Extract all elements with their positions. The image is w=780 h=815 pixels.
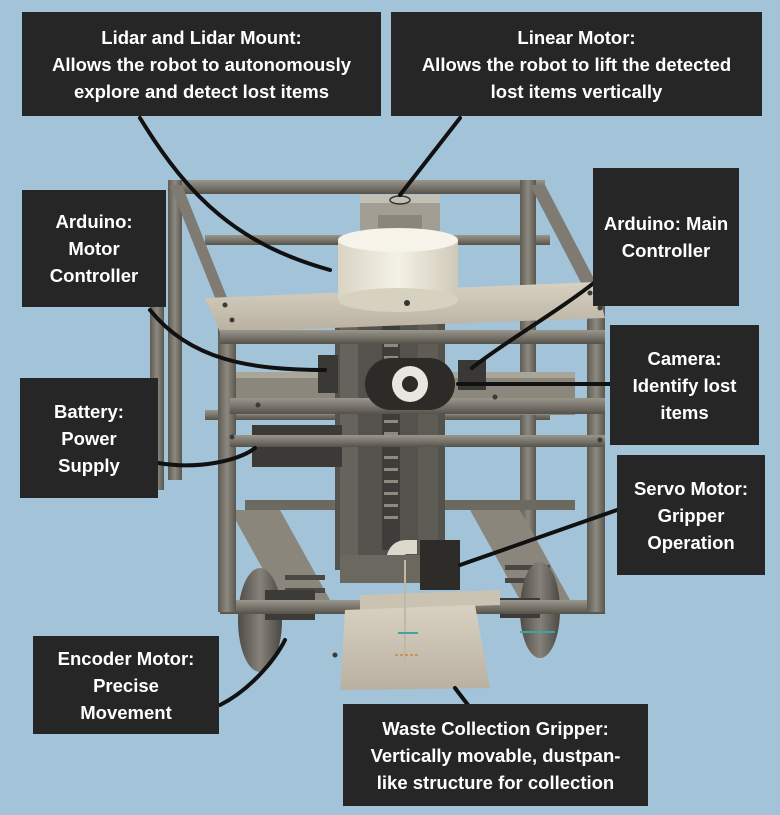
encoder-motor-label-title: Encoder Motor: (57, 647, 195, 669)
battery-label-line-1: Power (61, 427, 117, 449)
linear-motor-label-line-2: lost items vertically (490, 80, 663, 102)
linear-motor-label-line-1: Allows the robot to lift the detected (421, 53, 732, 75)
arduino-motor-label-line-1: Motor (68, 238, 120, 259)
battery-label-line-2: Supply (58, 454, 120, 476)
arduino-main-label: Arduino: Main Controller (593, 168, 739, 306)
encoder-motor-label-line-1: Precise (93, 674, 159, 696)
waste-gripper-label-title: Waste Collection Gripper: (382, 717, 609, 739)
servo-motor-label-title: Servo Motor: (633, 477, 749, 499)
robot-frame (150, 180, 605, 690)
waste-gripper-label-line-2: like structure for collection (376, 771, 615, 793)
arduino-main-label-line-1: Controller (621, 240, 711, 261)
battery-leader-line (156, 446, 257, 468)
arduino-main-leader-line (470, 280, 597, 370)
leader-lines (138, 116, 619, 707)
linear-motor-leader-line (398, 116, 462, 197)
encoder-motor-label-line-2: Movement (80, 701, 172, 723)
arduino-main-label-title: Arduino: Main (603, 213, 729, 234)
arduino-motor-label: Arduino: Motor Controller (22, 190, 166, 307)
servo-motor-label: Servo Motor: Gripper Operation (617, 455, 765, 575)
arduino-motor-leader-line (148, 308, 327, 372)
lidar-leader-line (138, 116, 332, 272)
lidar-label: Lidar and Lidar Mount: Allows the robot … (22, 12, 381, 116)
lidar-label-line-2: explore and detect lost items (74, 80, 329, 102)
camera-label-title: Camera: (647, 347, 722, 369)
servo-motor-label-line-1: Gripper (657, 504, 725, 526)
arduino-motor-label-line-2: Controller (49, 265, 139, 286)
battery-label-title: Battery: (54, 400, 124, 422)
camera-label-line-1: Identify lost (632, 374, 737, 396)
camera-label: Camera: Identify lost items (610, 325, 759, 445)
servo-motor-label-line-2: Operation (647, 531, 735, 553)
linear-motor-label-title: Linear Motor: (517, 26, 636, 48)
battery-label: Battery: Power Supply (20, 378, 158, 498)
waste-gripper-label-line-1: Vertically movable, dustpan- (370, 744, 621, 766)
waste-gripper-label: Waste Collection Gripper: Vertically mov… (343, 704, 648, 806)
lidar-label-line-1: Allows the robot to autonomously (51, 53, 352, 75)
servo-leader-line (458, 508, 619, 567)
arduino-motor-label-title: Arduino: (55, 211, 133, 232)
encoder-motor-label: Encoder Motor: Precise Movement (33, 636, 219, 734)
lidar-label-title: Lidar and Lidar Mount: (101, 26, 302, 48)
gripper-leader-line (453, 686, 470, 707)
camera-label-line-2: items (660, 401, 709, 423)
linear-motor-label: Linear Motor: Allows the robot to lift t… (391, 12, 762, 116)
encoder-leader-line (218, 638, 287, 707)
